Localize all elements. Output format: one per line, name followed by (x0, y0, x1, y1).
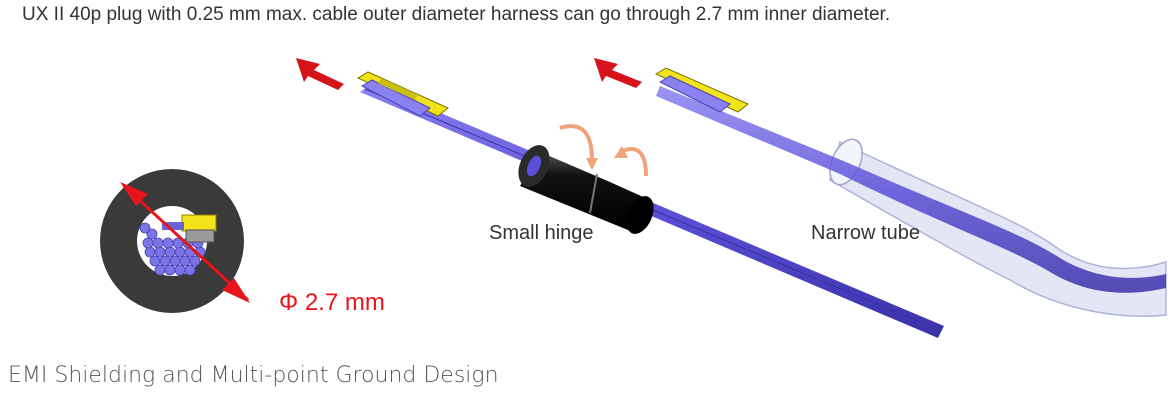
diameter-arrowhead-top (120, 182, 148, 206)
small-hinge-label: Small hinge (489, 222, 594, 244)
narrow-tube-label: Narrow tube (811, 222, 920, 244)
left-connector (356, 71, 449, 117)
tube-assembly (594, 58, 1167, 317)
rotation-arrow-1 (559, 124, 594, 161)
section-heading: EMI Shielding and Multi-point Ground Des… (8, 363, 499, 388)
diameter-label: Φ 2.7 mm (279, 289, 385, 316)
diameter-arrowhead-bottom (222, 278, 250, 303)
diameter-line (122, 184, 250, 302)
connector-section (162, 214, 217, 243)
cable-diagram (100, 58, 1167, 338)
right-direction-arrow (594, 58, 642, 88)
right-connector (654, 67, 749, 113)
cross-section (100, 169, 250, 313)
right-cable (656, 86, 1166, 293)
hinge-assembly (296, 58, 944, 338)
figure-caption: UX II 40p plug with 0.25 mm max. cable o… (22, 4, 891, 25)
small-hinge (518, 145, 654, 234)
left-direction-arrow (296, 58, 344, 90)
